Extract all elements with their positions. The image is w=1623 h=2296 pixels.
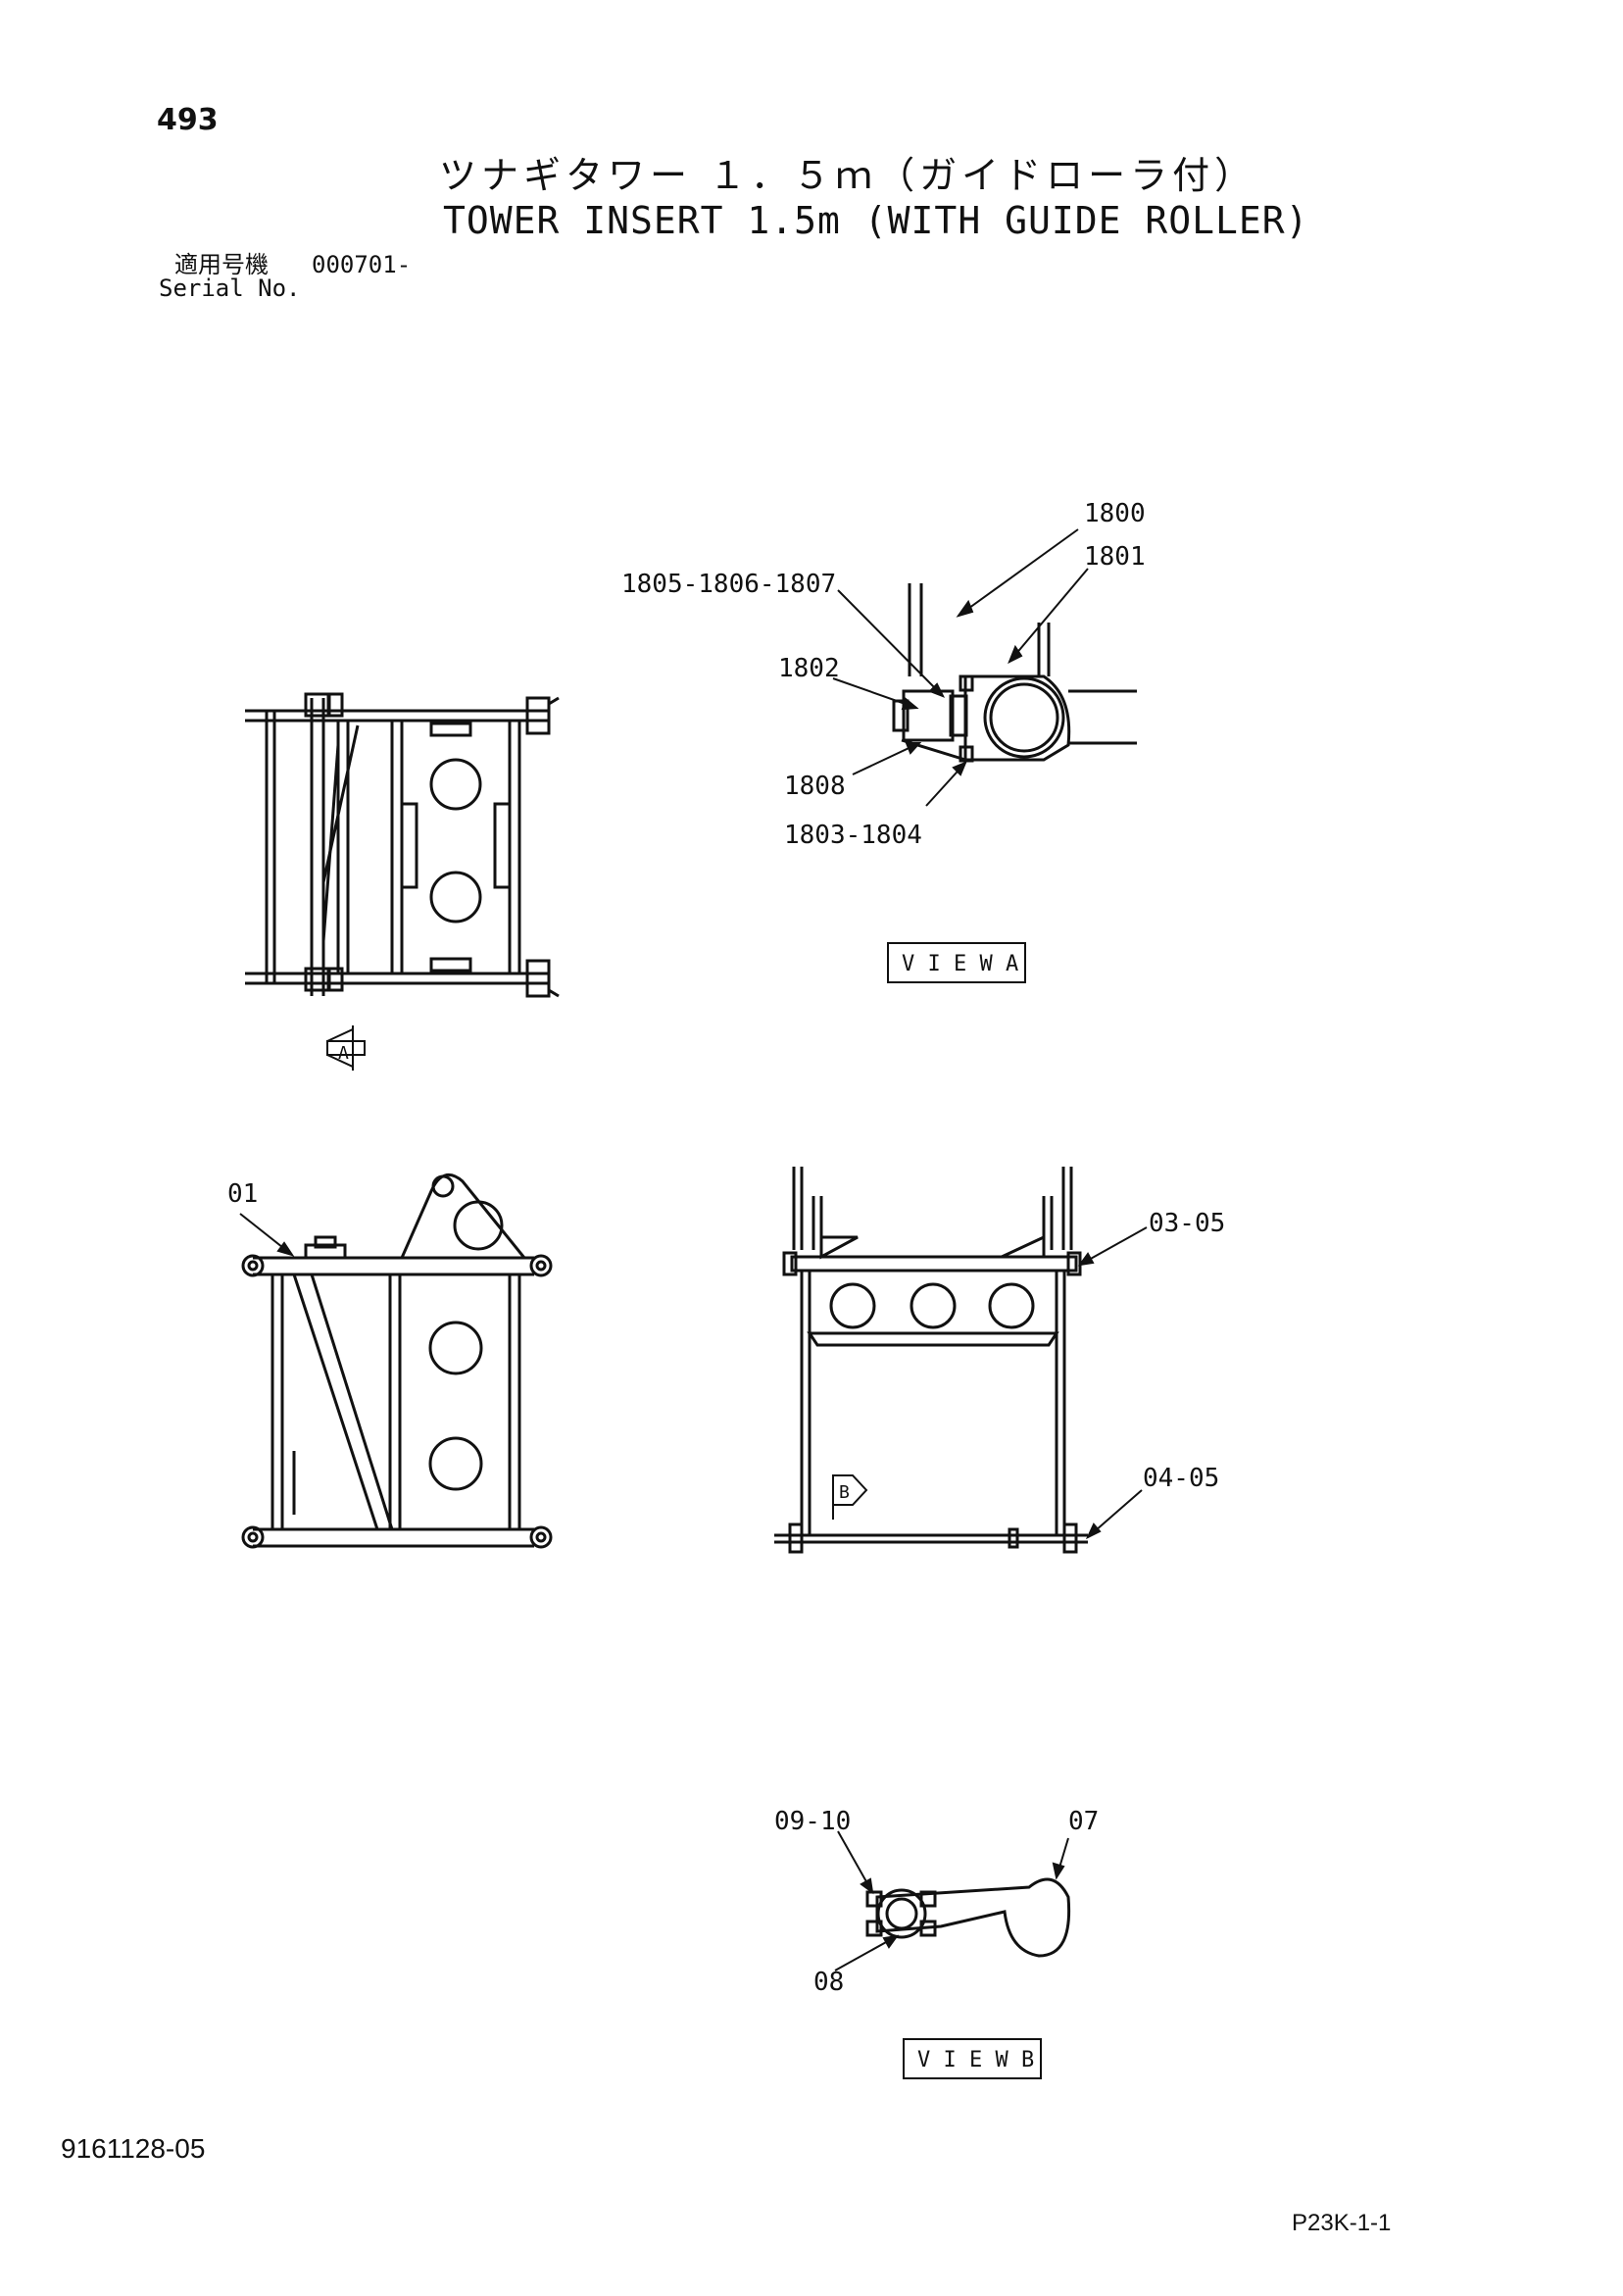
callout-04-05: 04-05	[1143, 1464, 1219, 1493]
callout-01: 01	[227, 1179, 258, 1209]
callout-08: 08	[813, 1968, 844, 1997]
serial-value: 000701-	[312, 251, 412, 278]
view-a-drawing	[892, 583, 1137, 763]
callout-1808: 1808	[784, 772, 846, 801]
title-english: TOWER INSERT 1.5m (WITH GUIDE ROLLER)	[443, 199, 1309, 242]
callout-07: 07	[1068, 1807, 1099, 1836]
view-a-arrow	[326, 1025, 366, 1071]
page-number: 493	[157, 103, 219, 137]
top-view-drawing	[245, 692, 560, 998]
view-a-arrow-letter: A	[338, 1043, 349, 1064]
serial-label-english: Serial No.	[159, 275, 301, 302]
callout-1802: 1802	[778, 654, 840, 683]
title-japanese: ツナギタワー １．５ｍ（ガイドローラ付）	[439, 154, 1257, 197]
view-b-label: V I E W B	[917, 2048, 1034, 2072]
callout-1805-1806-1807: 1805-1806-1807	[621, 570, 836, 599]
callout-1800: 1800	[1084, 499, 1146, 528]
document-number: 9161128-05	[61, 2133, 206, 2164]
view-a-label-box	[887, 942, 1026, 983]
view-b-arrow-letter: B	[839, 1482, 850, 1503]
serial-label-japanese: 適用号機	[174, 251, 269, 278]
view-b-arrow	[832, 1474, 868, 1520]
callout-03-05: 03-05	[1149, 1209, 1225, 1238]
callout-1803-1804: 1803-1804	[784, 821, 922, 850]
callout-09-10: 09-10	[774, 1807, 851, 1836]
view-b-drawing	[865, 1877, 1071, 1958]
front-view-drawing	[774, 1167, 1088, 1554]
page-code: P23K-1-1	[1292, 2210, 1392, 2236]
view-a-label: V I E W A	[902, 952, 1018, 976]
side-view-drawing	[241, 1173, 553, 1549]
callout-1801: 1801	[1084, 542, 1146, 572]
view-b-label-box	[903, 2038, 1042, 2079]
view-a-leaders	[832, 528, 1089, 807]
